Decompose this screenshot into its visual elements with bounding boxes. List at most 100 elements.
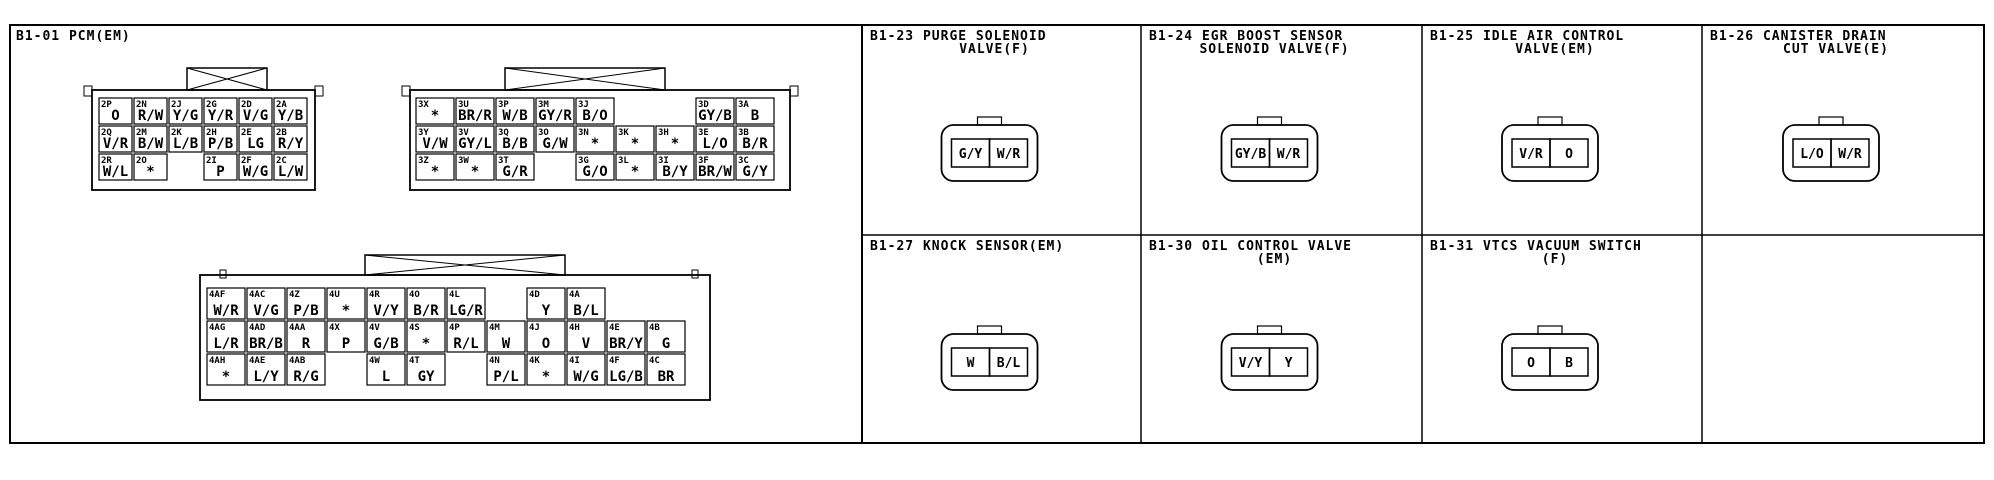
pin-cell: [655, 125, 695, 153]
pin-cell: [273, 153, 308, 181]
component-title: B1-23 PURGE SOLENOID: [870, 29, 1047, 44]
pin-color: O: [542, 336, 550, 352]
pin-color: P: [342, 336, 350, 352]
pcm-connector-a: 2PO2NR/W2JY/G2GY/R2DV/G2AY/B2QV/R2MB/W2K…: [83, 67, 324, 191]
pin-color: *: [431, 108, 439, 124]
connector-latch: [976, 325, 1003, 335]
connector-latch: [1818, 116, 1844, 126]
pin-color: G: [662, 336, 670, 352]
pin-color: V/Y: [1239, 356, 1263, 371]
pin-cell: [1549, 138, 1589, 168]
pin-color: Y/B: [278, 108, 303, 124]
component-title: (EM): [1257, 252, 1292, 267]
pin-color: O: [1565, 147, 1573, 162]
component-title: VALVE(EM): [1515, 42, 1594, 57]
lock-cross: [364, 254, 566, 276]
pin-color: W: [967, 356, 975, 371]
pin-color: GY/B: [698, 108, 732, 124]
pin-number: 3X: [418, 100, 429, 110]
pin-color: W/R: [997, 147, 1021, 162]
pin-cell: [326, 320, 366, 353]
pin-color: Y/R: [208, 108, 234, 124]
pin-cell: [98, 153, 133, 181]
pin-number: 2A: [276, 100, 287, 110]
pin-color: L: [382, 369, 390, 385]
pin-color: W/B: [502, 108, 527, 124]
pin-cell: [446, 320, 486, 353]
outer-frame: [9, 24, 1985, 444]
pin-cell: [495, 97, 535, 125]
pin-cell: [1268, 138, 1309, 168]
pin-color: V/R: [1519, 147, 1543, 162]
pin-cell: [486, 320, 526, 353]
pin-cell: [406, 287, 446, 320]
pin-color: G/B: [373, 336, 398, 352]
pin-cell: [98, 97, 133, 125]
pin-color: R/G: [293, 369, 318, 385]
pin-cell: [455, 97, 495, 125]
pin-color: R: [302, 336, 311, 352]
pin-color: B: [1565, 356, 1573, 371]
lock-cross: [186, 67, 268, 91]
pin-color: B/B: [502, 136, 527, 152]
pcm-title: B1-01 PCM(EM): [16, 29, 131, 44]
pin-number: 4AF: [209, 290, 225, 300]
pin-color: G/Y: [742, 164, 768, 180]
pin-color: *: [146, 164, 154, 180]
pin-cell: [1549, 347, 1589, 377]
pin-number: 4AB: [289, 356, 306, 366]
pin-number: 4S: [409, 323, 420, 333]
pin-cell: [535, 97, 575, 125]
connector-tab: [83, 85, 93, 97]
pin-cell: [988, 347, 1029, 377]
pin-number: 2O: [136, 156, 147, 166]
component-title: B1-26 CANISTER DRAIN: [1710, 29, 1887, 44]
pin-cell: [735, 125, 775, 153]
pin-color: W/G: [243, 164, 268, 180]
pin-color: W/R: [1277, 147, 1301, 162]
pin-color: V/Y: [373, 303, 399, 319]
pin-color: BR/Y: [609, 336, 643, 352]
connector-latch: [1256, 116, 1283, 126]
pin-number: 2J: [171, 100, 182, 110]
pin-number: 4U: [329, 290, 340, 300]
connector-latch: [976, 116, 1003, 126]
pin-number: 3I: [658, 156, 669, 166]
component-title: B1-30 OIL CONTROL VALVE: [1149, 239, 1352, 254]
pin-cell: [566, 353, 606, 386]
pin-number: 2N: [136, 100, 147, 110]
component-title: B1-31 VTCS VACUUM SWITCH: [1430, 239, 1642, 254]
pin-number: 4P: [449, 323, 460, 333]
pin-cell: [1268, 347, 1309, 377]
component-title: SOLENOID VALVE(F): [1199, 42, 1349, 57]
pin-color: *: [671, 136, 679, 152]
pin-number: 4T: [409, 356, 420, 366]
pin-number: 4AD: [249, 323, 266, 333]
pin-number: 4AH: [209, 356, 225, 366]
pcm-connector-c: 4AFW/R4ACV/G4ZP/B4U*4RV/Y4OB/R4LLG/R4DY4…: [199, 254, 711, 401]
pin-number: 2K: [171, 128, 182, 138]
pin-number: 4F: [609, 356, 620, 366]
pin-color: Y/G: [173, 108, 198, 124]
pin-cell: [286, 353, 326, 386]
pin-cell: [526, 287, 566, 320]
pin-cell: [168, 97, 203, 125]
connector-latch: [1537, 116, 1563, 126]
pin-cell: [695, 153, 735, 181]
pin-number: 3Z: [418, 156, 429, 166]
pin-cell: [486, 353, 526, 386]
pin-number: 3E: [698, 128, 709, 138]
pin-cell: [535, 125, 575, 153]
pin-number: 2I: [206, 156, 217, 166]
pin-number: 4AA: [289, 323, 306, 333]
pin-number: 4J: [529, 323, 540, 333]
pin-cell: [695, 125, 735, 153]
pin-number: 3O: [538, 128, 549, 138]
pin-cell: [203, 125, 238, 153]
pin-cell: [238, 153, 273, 181]
pin-color: W/R: [213, 303, 239, 319]
pin-number: 3G: [578, 156, 589, 166]
pin-color: V: [582, 336, 591, 352]
